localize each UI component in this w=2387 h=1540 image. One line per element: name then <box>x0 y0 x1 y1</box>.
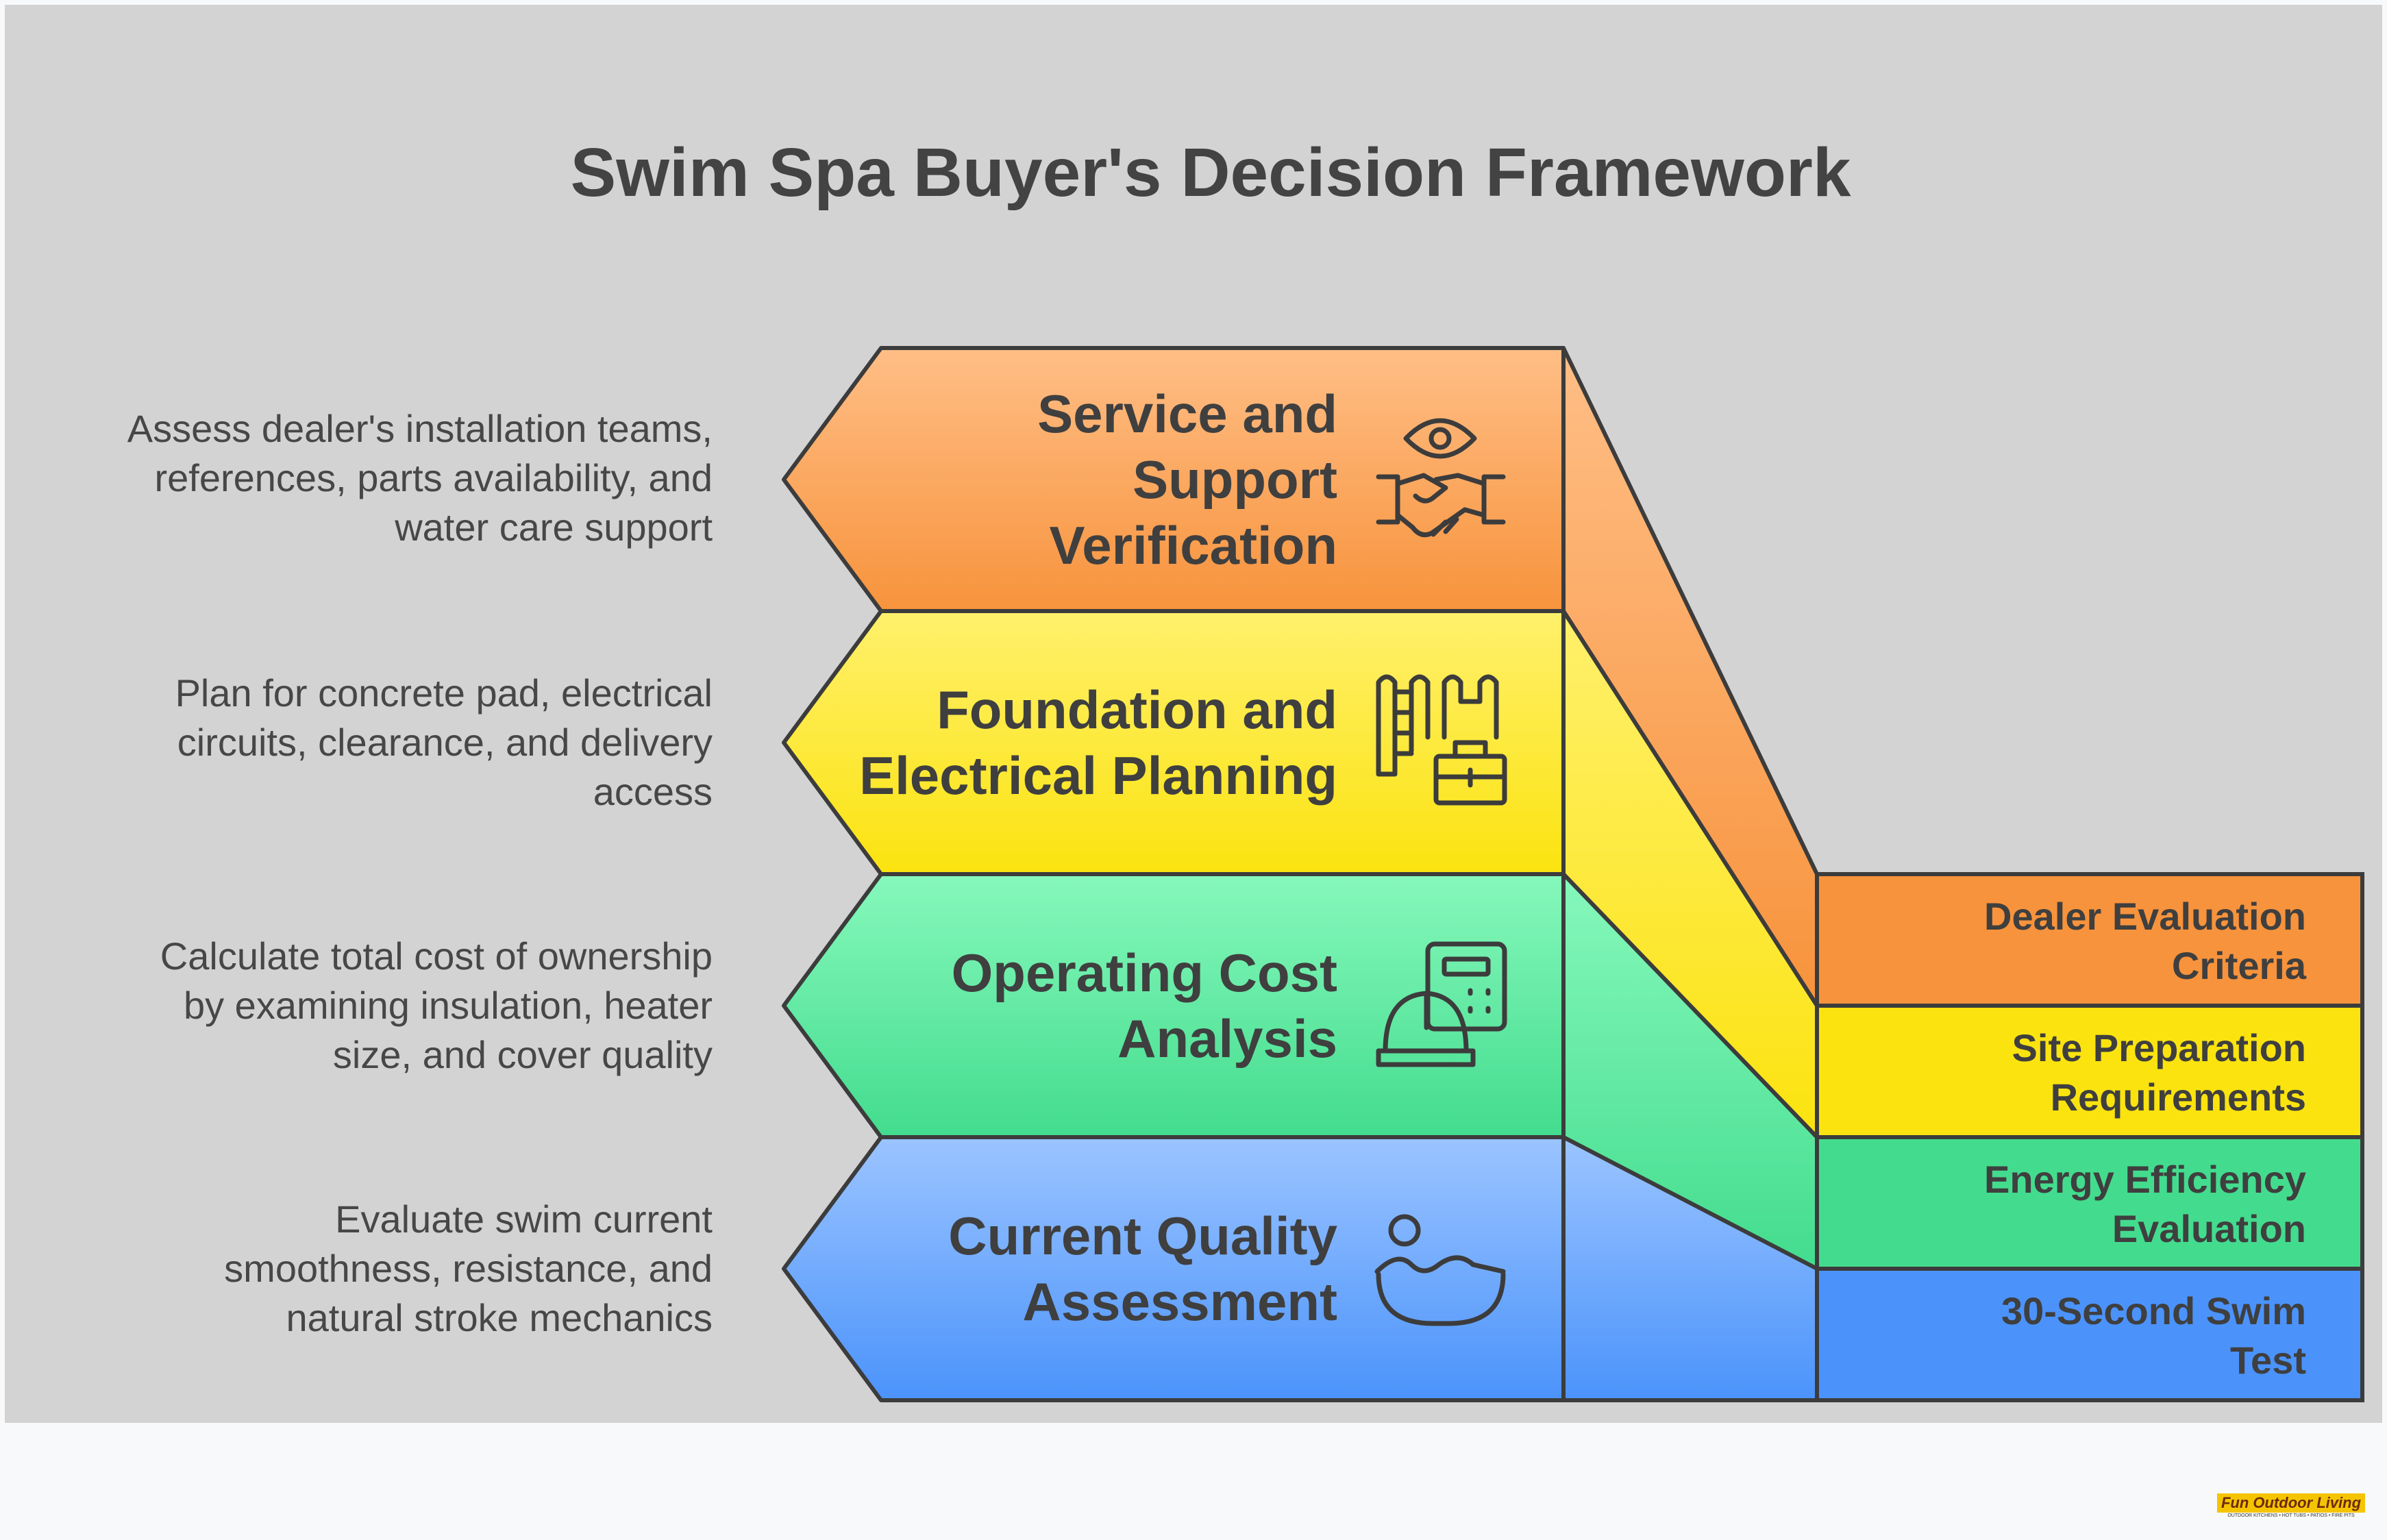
logo-tagline: OUTDOOR KITCHENS • HOT TUBS • PATIOS • F… <box>2227 1513 2355 1518</box>
step-label-foundation: Foundation and Electrical Planning <box>859 680 1337 806</box>
step-description-foundation: Plan for concrete pad, electrical circui… <box>175 671 713 813</box>
calculator-hardhat-icon <box>1376 941 1507 1067</box>
side-block-site <box>1815 1004 2364 1139</box>
swimmer-pool-icon <box>1374 1214 1506 1326</box>
step-description-service: Assess dealer's installation teams, refe… <box>127 407 713 549</box>
diagram-title: Swim Spa Buyer's Decision Framework <box>570 134 1851 211</box>
handshake-eye-icon <box>1376 418 1506 538</box>
side-label-swim-test: 30-Second Swim Test <box>2001 1289 2306 1382</box>
step-label-current: Current Quality Assessment <box>948 1206 1337 1332</box>
step-description-operating: Calculate total cost of ownership by exa… <box>160 934 713 1076</box>
step-label-service: Service and Support Verification <box>1037 384 1337 575</box>
side-label-dealer: Dealer Evaluation Criteria <box>1984 895 2306 987</box>
step-arrow-current <box>782 1135 1566 1402</box>
step-label-operating: Operating Cost Analysis <box>951 943 1337 1069</box>
step-description-current: Evaluate swim current smoothness, resist… <box>224 1197 713 1339</box>
brand-logo: Fun Outdoor Living OUTDOOR KITCHENS • HO… <box>2217 1493 2365 1519</box>
side-block-dealer <box>1815 872 2364 1008</box>
side-label-energy: Energy Efficiency Evaluation <box>1984 1158 2306 1250</box>
side-label-site: Site Preparation Requirements <box>2012 1026 2306 1119</box>
construction-toolbox-icon <box>1376 674 1507 806</box>
logo-name: Fun Outdoor Living <box>2217 1493 2365 1513</box>
side-block-swim-test <box>1815 1267 2364 1402</box>
side-block-energy <box>1815 1135 2364 1271</box>
